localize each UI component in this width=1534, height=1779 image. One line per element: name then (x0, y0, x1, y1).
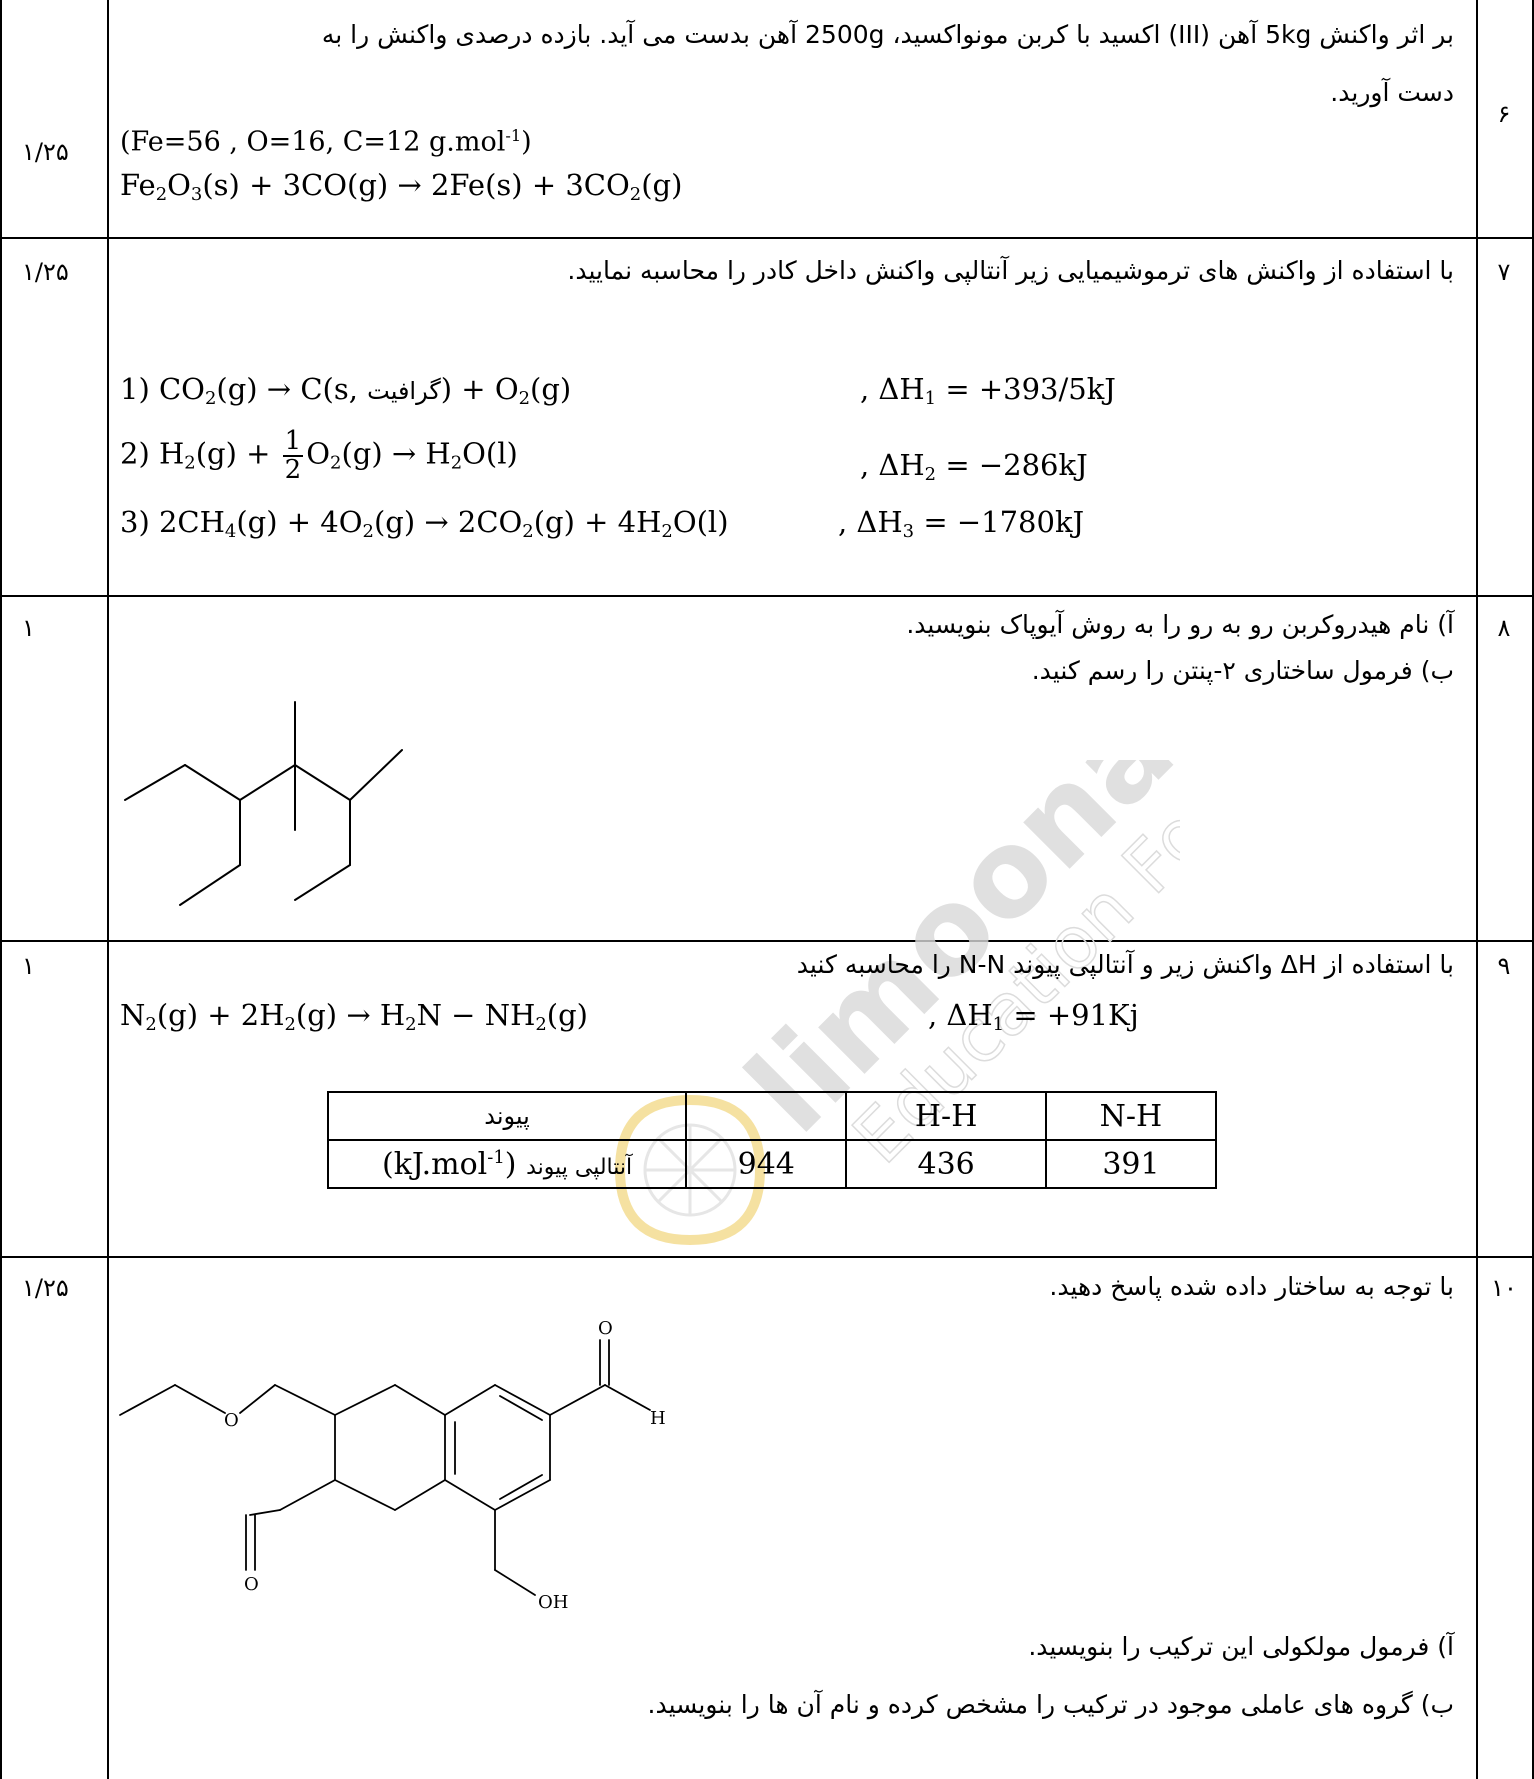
table-right-border (1532, 0, 1534, 1779)
question-6-score: ۱/۲۵ (22, 138, 69, 166)
enthalpy-nn-value: 944 (685, 1139, 848, 1189)
question-9-number: ۹ (1497, 952, 1511, 980)
watermark-logo: limoonad Education For All (614, 760, 1180, 1246)
question-6-equation: Fe2O3(s) + 3CO(g) → 2Fe(s) + 3CO2(g) (120, 168, 683, 206)
question-10-text: با توجه به ساختار داده شده پاسخ دهید. (1049, 1272, 1454, 1301)
row-divider-8-9 (0, 940, 1534, 942)
bond-enthalpy-table: پیوند H-H N-H (kJ.mol-1) آنتالپی پیوند 9… (326, 1091, 1218, 1189)
atom-o-aldehyde-bottom: O (244, 1574, 259, 1595)
question-6-number: ۶ (1497, 100, 1511, 128)
number-column-divider (1476, 0, 1478, 1779)
question-10-score: ۱/۲۵ (22, 1274, 69, 1302)
question-7-score: ۱/۲۵ (22, 258, 69, 286)
question-10-part-a: آ) فرمول مولکولی این ترکیب را بنویسید. (1028, 1632, 1454, 1661)
row-divider-7-8 (0, 595, 1534, 597)
question-10-part-b: ب) گروه های عاملی موجود در ترکیب را مشخص… (647, 1690, 1454, 1719)
bond-header: پیوند (326, 1091, 688, 1141)
question-8-score: ۱ (22, 614, 35, 642)
question-10-number: ۱۰ (1491, 1274, 1517, 1302)
enthalpy-nh-value: 391 (1044, 1139, 1218, 1189)
question-9-score: ۱ (22, 952, 35, 980)
atom-h: H (650, 1408, 666, 1429)
bond-header-nh: N-H (1044, 1091, 1218, 1141)
graphite-label: گرافیت (367, 377, 441, 405)
table-left-border (0, 0, 2, 1779)
question-9-text: با استفاده از ΔH واکنش زیر و آنتالپی پیو… (796, 950, 1454, 979)
atom-oh: OH (538, 1592, 568, 1613)
bond-enthalpy-label: (kJ.mol-1) آنتالپی پیوند (326, 1139, 688, 1189)
question-6-text-line1: بر اثر واکنش 5kg آهن (III) اکسید با کربن… (321, 20, 1454, 49)
reaction-3: 3) 2CH4(g) + 4O2(g) → 2CO2(g) + 4H2O(l) (120, 505, 729, 543)
atom-o-ether: O (224, 1410, 239, 1431)
score-column-divider (107, 0, 109, 1779)
question-7-text: با استفاده از واکنش های ترموشیمیایی زیر … (567, 256, 1454, 285)
hydrocarbon-skeletal-structure (124, 701, 403, 906)
question-6-text-line2: دست آورید. (1330, 78, 1454, 107)
reaction-1-enthalpy: , ΔH1 = +393/5kJ (860, 372, 1116, 410)
question-9-equation: N2(g) + 2H2(g) → H2N − NH2(g) (120, 998, 588, 1036)
question-8-number: ۸ (1497, 614, 1511, 642)
question-9-enthalpy: , ΔH1 = +91Kj (928, 998, 1139, 1036)
reaction-3-enthalpy: , ΔH3 = −1780kJ (838, 505, 1085, 543)
compound-skeletal-structure: O O H O OH (119, 1318, 666, 1613)
reaction-1: 1) CO2(g) → C(s, گرافیت) + O2(g) (120, 372, 572, 410)
bond-header-nn (685, 1091, 848, 1141)
reaction-2-enthalpy: , ΔH2 = −286kJ (860, 448, 1088, 486)
table-row: (kJ.mol-1) آنتالپی پیوند 944 436 391 (326, 1139, 1218, 1189)
row-divider-6-7 (0, 237, 1534, 239)
atom-o-aldehyde-top: O (598, 1318, 613, 1339)
question-8-part-a: آ) نام هیدروکربن رو به رو را به روش آیوپ… (906, 610, 1454, 639)
question-7-number: ۷ (1497, 258, 1511, 286)
row-divider-9-10 (0, 1256, 1534, 1258)
enthalpy-hh-value: 436 (845, 1139, 1047, 1189)
table-header-row: پیوند H-H N-H (326, 1091, 1218, 1141)
bond-header-hh: H-H (845, 1091, 1047, 1141)
question-6-molar-masses: (Fe=56 , O=16, C=12 g.mol-1) (120, 126, 532, 158)
question-8-part-b: ب) فرمول ساختاری ۲-پنتن را رسم کنید. (1031, 656, 1454, 685)
